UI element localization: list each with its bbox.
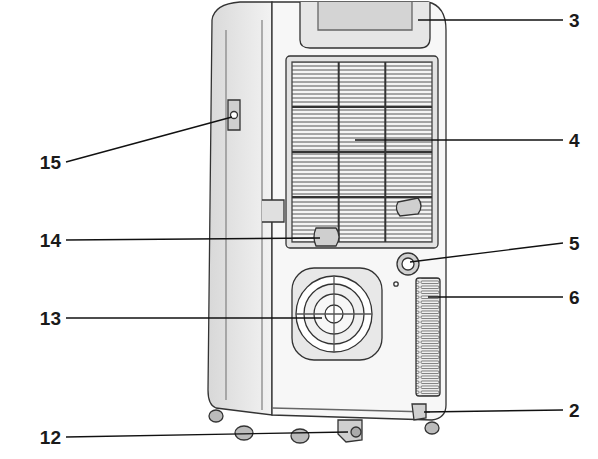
- air-vent: [416, 278, 440, 396]
- cord-outlet: [412, 404, 426, 420]
- filter-latch: [314, 228, 339, 246]
- callout-number: 2: [569, 401, 580, 420]
- cord-hook: [228, 100, 240, 130]
- exhaust-outlet: [292, 268, 382, 360]
- air-filter: [292, 62, 432, 242]
- filter-latch: [396, 198, 421, 216]
- handle-recess: [300, 2, 430, 48]
- leader-lines: [66, 20, 563, 437]
- rear-housing: [272, 2, 446, 420]
- caster-wheel: [209, 410, 223, 422]
- callout-number: 4: [569, 131, 580, 150]
- callout-number: 13: [40, 309, 61, 328]
- callout-number: 5: [569, 234, 580, 253]
- callout-number: 12: [40, 428, 61, 447]
- caster-wheel: [425, 422, 439, 434]
- callout-number: 14: [40, 231, 61, 250]
- caster-wheel: [291, 429, 309, 443]
- callout-number: 3: [569, 11, 580, 30]
- filter-frame: [286, 56, 438, 248]
- caster-wheel: [235, 426, 253, 440]
- drain-plug: [397, 253, 419, 275]
- callout-number: 6: [569, 288, 580, 307]
- callout-number: 15: [40, 153, 61, 172]
- drain-outlet: [338, 420, 362, 442]
